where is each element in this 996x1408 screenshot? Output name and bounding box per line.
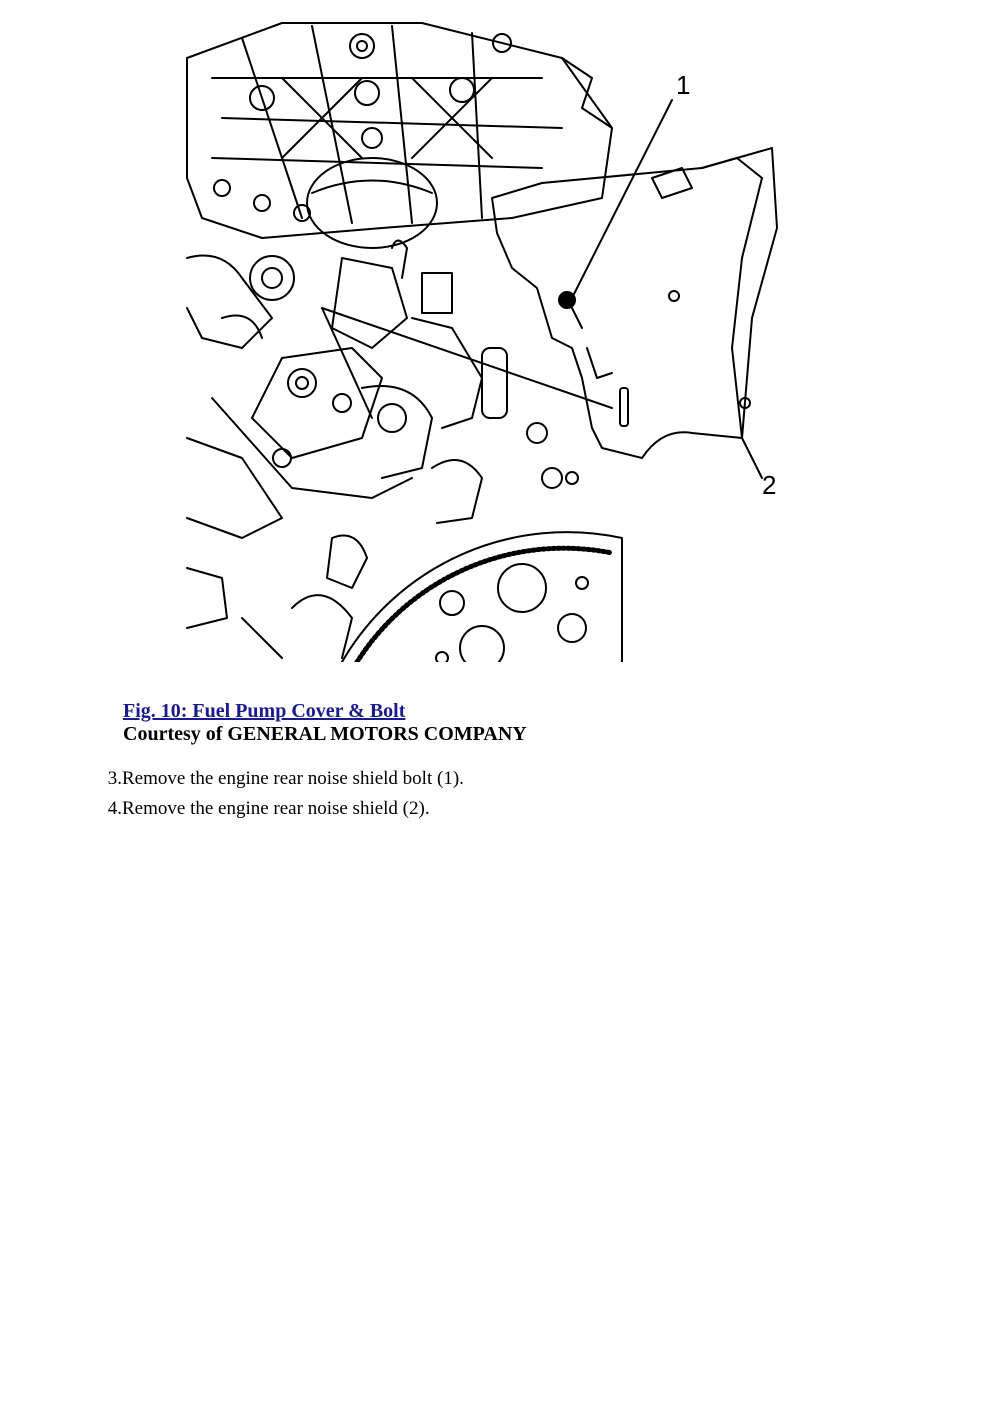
step-text: Remove the engine rear noise shield (2). xyxy=(122,798,430,819)
noise-shield xyxy=(491,147,778,459)
callout-2-label: 2 xyxy=(762,470,776,500)
flywheel xyxy=(341,531,623,662)
figure-credit: Courtesy of GENERAL MOTORS COMPANY xyxy=(123,723,527,745)
engine-mid-section xyxy=(186,239,579,659)
figure-link[interactable]: Fig. 10: Fuel Pump Cover & Bolt xyxy=(123,700,406,722)
intake-manifold xyxy=(186,22,613,249)
list-item: 4. Remove the engine rear noise shield (… xyxy=(0,794,464,824)
step-number: 4. xyxy=(107,798,122,819)
engine-illustration: 1 2 xyxy=(182,18,802,662)
figure-caption: Fig. 10: Fuel Pump Cover & Bolt Courtesy… xyxy=(123,700,527,746)
step-number: 3. xyxy=(107,768,122,789)
shield-bolt xyxy=(558,291,583,329)
procedure-steps: 3. Remove the engine rear noise shield b… xyxy=(0,764,464,824)
callout-1-label: 1 xyxy=(676,70,690,100)
step-text: Remove the engine rear noise shield bolt… xyxy=(122,768,464,789)
leader-lines xyxy=(321,99,763,479)
list-item: 3. Remove the engine rear noise shield b… xyxy=(0,764,464,794)
